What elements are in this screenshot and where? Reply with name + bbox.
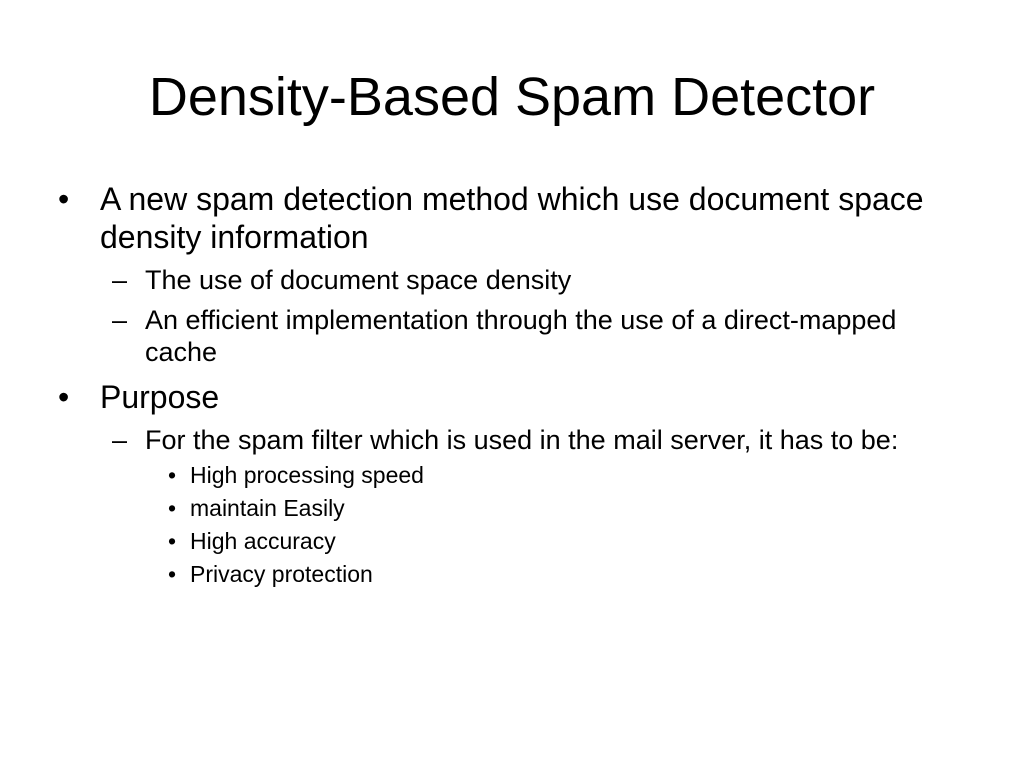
bullet-text: Purpose: [100, 379, 220, 415]
sub-bullet-item: – The use of document space density: [58, 264, 958, 296]
dash-marker: –: [112, 305, 128, 335]
dash-marker: –: [112, 265, 128, 295]
slide-body: • A new spam detection method which use …: [58, 180, 958, 588]
bullet-item: • A new spam detection method which use …: [58, 180, 958, 256]
sub-sub-bullet-text: maintain Easily: [190, 495, 345, 521]
sub-sub-bullet-text: Privacy protection: [190, 561, 373, 587]
bullet-marker: •: [168, 561, 177, 587]
sub-sub-bullet-item: • High processing speed: [58, 462, 958, 489]
bullet-text: A new spam detection method which use do…: [100, 181, 924, 255]
sub-sub-bullet-text: High processing speed: [190, 462, 424, 488]
dash-marker: –: [112, 425, 128, 455]
bullet-marker: •: [168, 495, 177, 521]
sub-sub-bullet-item: • maintain Easily: [58, 495, 958, 522]
bullet-marker: •: [168, 528, 177, 554]
sub-sub-bullet-text: High accuracy: [190, 528, 336, 554]
slide-title: Density-Based Spam Detector: [148, 67, 876, 127]
sub-bullet-text: The use of document space density: [145, 265, 572, 295]
sub-bullet-item: – An efficient implementation through th…: [58, 304, 958, 368]
sub-sub-bullet-item: • High accuracy: [58, 528, 958, 555]
bullet-marker: •: [58, 181, 70, 217]
bullet-marker: •: [58, 379, 70, 415]
bullet-item: • Purpose: [58, 378, 958, 416]
sub-sub-bullet-item: • Privacy protection: [58, 561, 958, 588]
sub-bullet-text: For the spam filter which is used in the…: [145, 425, 899, 455]
sub-bullet-item: – For the spam filter which is used in t…: [58, 424, 958, 456]
bullet-marker: •: [168, 462, 177, 488]
sub-bullet-text: An efficient implementation through the …: [145, 305, 897, 367]
